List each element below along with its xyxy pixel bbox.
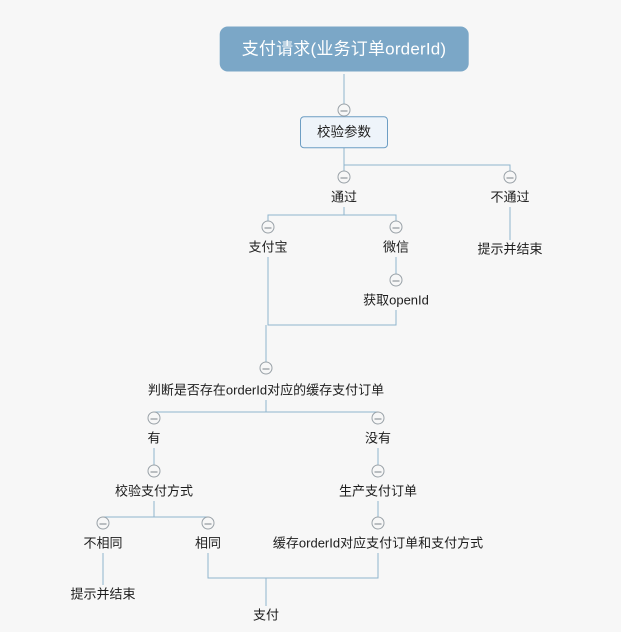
node-n13[interactable]: 不相同 [83, 535, 123, 551]
edge-verify-to-pass-bar [343, 147, 511, 177]
collapse-minus-icon[interactable] [96, 516, 110, 530]
collapse-minus-icon[interactable] [201, 516, 215, 530]
node-n4[interactable]: 提示并结束 [477, 241, 543, 257]
node-n12[interactable]: 生产支付订单 [338, 483, 418, 499]
collapse-minus-icon[interactable] [389, 220, 403, 234]
collapse-minus-icon[interactable] [503, 170, 517, 184]
edge-alipay-merge [267, 257, 397, 326]
collapse-minus-icon[interactable] [389, 273, 403, 287]
edge-checkpay-to-same [154, 516, 209, 523]
node-n9[interactable]: 有 [147, 430, 161, 446]
edge-pass-to-wechat [344, 214, 397, 227]
edge-same-to-pay [207, 553, 379, 579]
node-n15[interactable]: 缓存orderId对应支付订单和支付方式 [272, 535, 484, 551]
node-n6[interactable]: 微信 [382, 239, 410, 255]
node-n3[interactable]: 不通过 [490, 189, 530, 205]
node-n5[interactable]: 支付宝 [248, 239, 288, 255]
edge-pass-to-alipay [267, 207, 345, 227]
collapse-minus-icon[interactable] [371, 464, 385, 478]
collapse-minus-icon[interactable] [147, 464, 161, 478]
node-n16[interactable]: 提示并结束 [70, 586, 136, 602]
node-n7[interactable]: 获取openId [363, 292, 429, 308]
collapse-minus-icon[interactable] [371, 411, 385, 425]
node-n0[interactable]: 支付请求(业务订单orderId) [219, 26, 469, 72]
edge-judge-to-yes [153, 400, 267, 418]
collapse-minus-icon[interactable] [371, 516, 385, 530]
collapse-minus-icon[interactable] [259, 361, 273, 375]
node-n2[interactable]: 通过 [330, 189, 358, 205]
edge-judge-to-no [266, 411, 379, 418]
node-n8[interactable]: 判断是否存在orderId对应的缓存支付订单 [147, 382, 385, 398]
collapse-minus-icon[interactable] [261, 220, 275, 234]
node-n11[interactable]: 校验支付方式 [114, 483, 194, 499]
edge-checkpay-to-diff [102, 501, 155, 523]
collapse-minus-icon[interactable] [147, 411, 161, 425]
collapse-minus-icon[interactable] [337, 103, 351, 117]
node-n10[interactable]: 没有 [364, 430, 392, 446]
node-n17[interactable]: 支付 [252, 607, 280, 623]
node-n1[interactable]: 校验参数 [300, 116, 388, 148]
node-n14[interactable]: 相同 [194, 535, 222, 551]
collapse-minus-icon[interactable] [337, 170, 351, 184]
